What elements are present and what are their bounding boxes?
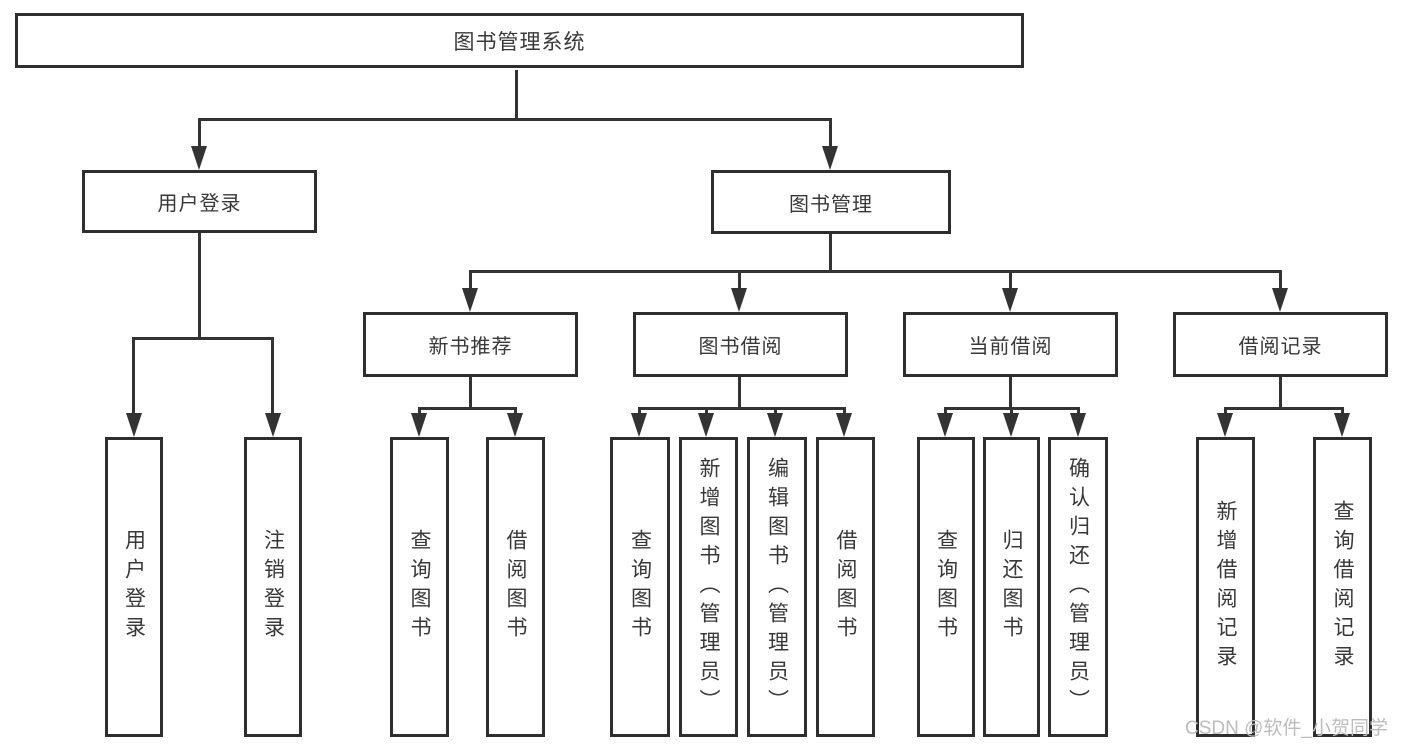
- arrow-down-icon: [1334, 413, 1350, 437]
- connector-line: [1279, 377, 1282, 410]
- arrow-down-icon: [411, 413, 427, 437]
- node-leaf-return-books: 归还图书: [983, 437, 1040, 737]
- arrow-down-icon: [767, 413, 783, 437]
- arrow-down-icon: [1217, 413, 1233, 437]
- arrow-down-icon: [462, 288, 478, 312]
- connector-line: [198, 118, 201, 152]
- node-label: 当前借阅: [968, 336, 1053, 358]
- connector-line: [198, 233, 201, 340]
- node-leaf-borrow-books: 借阅图书: [816, 437, 875, 737]
- node-label: 新书推荐: [428, 336, 513, 358]
- node-label: 注销登录: [261, 529, 285, 645]
- node-leaf-confirm-return-admin: 确认归还（管理员）: [1048, 437, 1108, 737]
- node-book-borrowing: 图书借阅: [633, 312, 848, 377]
- connector-line: [132, 337, 274, 340]
- connector-line: [638, 407, 846, 410]
- node-label: 归还图书: [1000, 529, 1023, 645]
- arrow-down-icon: [1002, 288, 1018, 312]
- connector-line: [469, 270, 1282, 273]
- node-leaf-add-books-admin: 新增图书（管理员）: [679, 437, 738, 737]
- node-leaf-query-books-current: 查询图书: [917, 437, 975, 737]
- node-label: 借阅记录: [1238, 336, 1323, 358]
- node-current-borrowing: 当前借阅: [903, 312, 1118, 377]
- connector-line: [829, 118, 832, 152]
- node-leaf-edit-books-admin: 编辑图书（管理员）: [747, 437, 807, 737]
- node-leaf-query-books-borrowing: 查询图书: [610, 437, 670, 737]
- arrow-down-icon: [698, 413, 714, 437]
- node-label: 借阅图书: [834, 529, 857, 645]
- node-label: 用户登录: [122, 529, 146, 645]
- node-label: 新增图书（管理员）: [697, 456, 720, 718]
- connector-line: [515, 70, 518, 121]
- node-user-login: 用户登录: [82, 170, 317, 233]
- connector-line: [1009, 377, 1012, 410]
- node-label: 查询图书: [934, 529, 958, 645]
- node-leaf-query-borrow-record: 查询借阅记录: [1313, 437, 1372, 737]
- connector-line: [1279, 270, 1282, 292]
- arrow-down-icon: [631, 413, 647, 437]
- node-leaf-user-login: 用户登录: [105, 437, 163, 737]
- csdn-watermark: CSDN @软件_小贺同学: [1185, 718, 1388, 739]
- connector-line: [1224, 407, 1344, 410]
- connector-line: [738, 377, 741, 410]
- arrow-down-icon: [507, 413, 523, 437]
- arrow-down-icon: [1003, 413, 1019, 437]
- node-leaf-query-books-recommend: 查询图书: [390, 437, 449, 737]
- connector-line: [132, 337, 135, 417]
- node-label: 查询图书: [408, 529, 431, 645]
- connector-line: [738, 270, 741, 292]
- arrow-down-icon: [1272, 288, 1288, 312]
- node-borrowing-records: 借阅记录: [1173, 312, 1388, 377]
- connector-line: [418, 407, 517, 410]
- arrow-down-icon: [731, 288, 747, 312]
- node-leaf-logout: 注销登录: [244, 437, 302, 737]
- node-label: 借阅图书: [504, 529, 527, 645]
- arrow-down-icon: [191, 146, 207, 170]
- node-book-management: 图书管理: [711, 170, 951, 234]
- node-label: 新增借阅记录: [1214, 500, 1237, 674]
- connector-line: [271, 337, 274, 417]
- arrow-down-icon: [836, 413, 852, 437]
- node-label: 用户登录: [157, 193, 242, 215]
- connector-line: [829, 234, 832, 273]
- arrow-down-icon: [822, 146, 838, 170]
- node-label: 图书管理: [789, 193, 873, 216]
- arrow-down-icon: [937, 413, 953, 437]
- node-label: 图书借阅: [698, 336, 783, 358]
- node-leaf-borrow-books-recommend: 借阅图书: [486, 437, 545, 737]
- connector-line: [198, 118, 832, 121]
- arrow-down-icon: [1070, 413, 1086, 437]
- node-label: 图书管理系统: [453, 30, 586, 54]
- node-leaf-add-borrow-record: 新增借阅记录: [1196, 437, 1255, 737]
- node-label: 编辑图书（管理员）: [765, 456, 789, 718]
- node-label: 确认归还（管理员）: [1066, 456, 1090, 718]
- connector-line: [469, 377, 472, 410]
- arrow-down-icon: [265, 413, 281, 437]
- node-new-book-recommend: 新书推荐: [363, 312, 578, 377]
- node-label: 查询借阅记录: [1331, 500, 1354, 674]
- connector-line: [1009, 270, 1012, 292]
- arrow-down-icon: [126, 413, 142, 437]
- node-label: 查询图书: [628, 529, 652, 645]
- node-root-library-system: 图书管理系统: [15, 13, 1024, 68]
- connector-line: [469, 270, 472, 292]
